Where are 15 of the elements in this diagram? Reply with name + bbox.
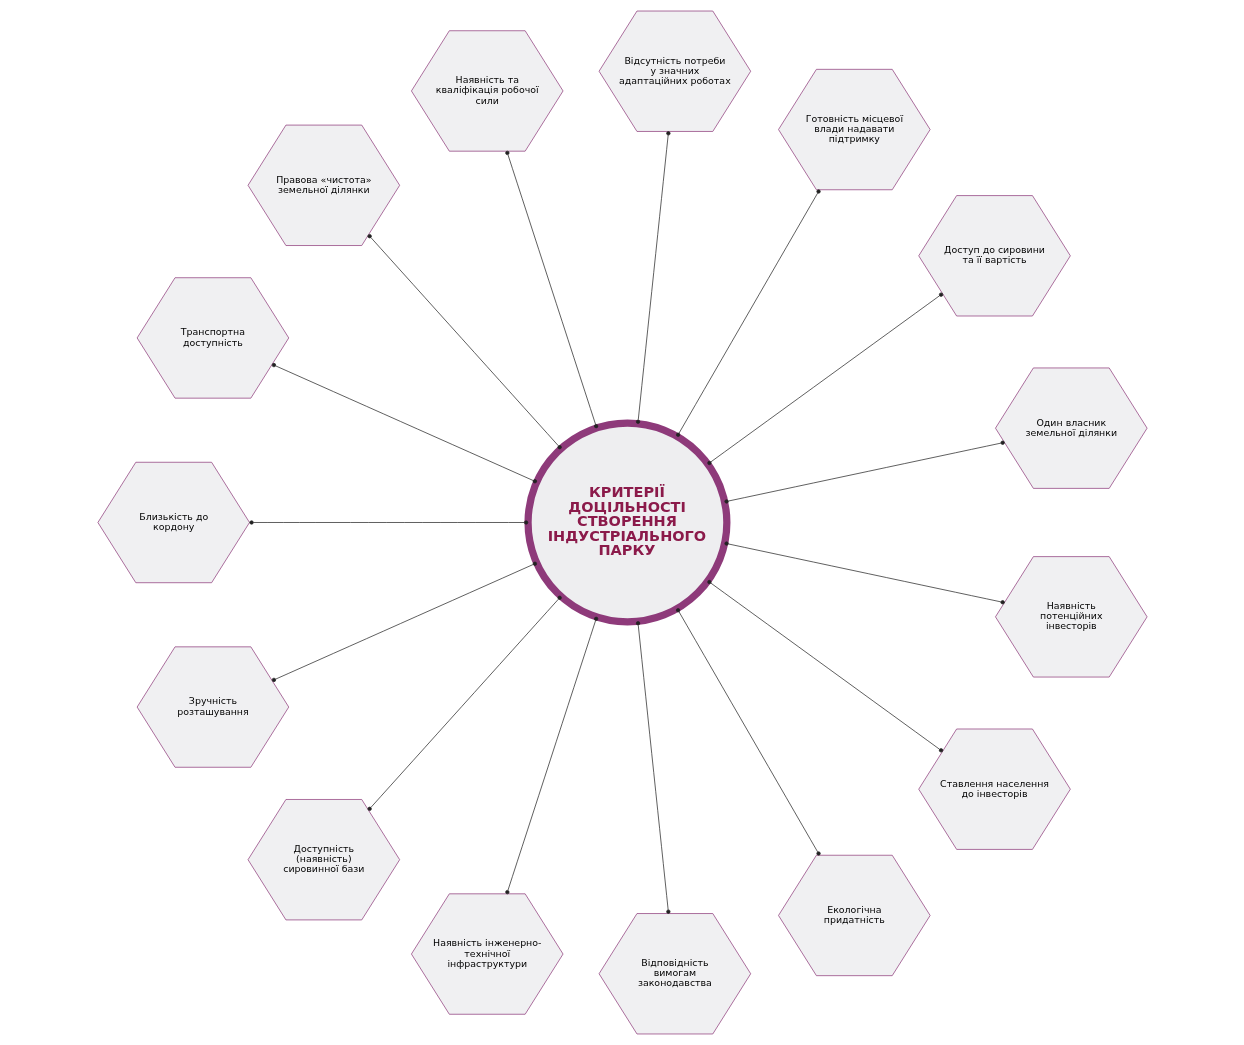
connector: [248, 520, 528, 525]
connector: [271, 363, 537, 484]
connector: [675, 189, 821, 437]
connector: [271, 561, 537, 682]
connector: [706, 579, 943, 753]
connector: [675, 608, 821, 856]
connector: [723, 541, 1005, 605]
connector: [723, 440, 1005, 504]
connector: [504, 150, 598, 429]
connector: [635, 131, 670, 424]
connector: [706, 292, 943, 466]
connector: [635, 621, 670, 914]
connector: [504, 616, 598, 895]
connector: [367, 595, 562, 811]
connector: [367, 234, 562, 450]
